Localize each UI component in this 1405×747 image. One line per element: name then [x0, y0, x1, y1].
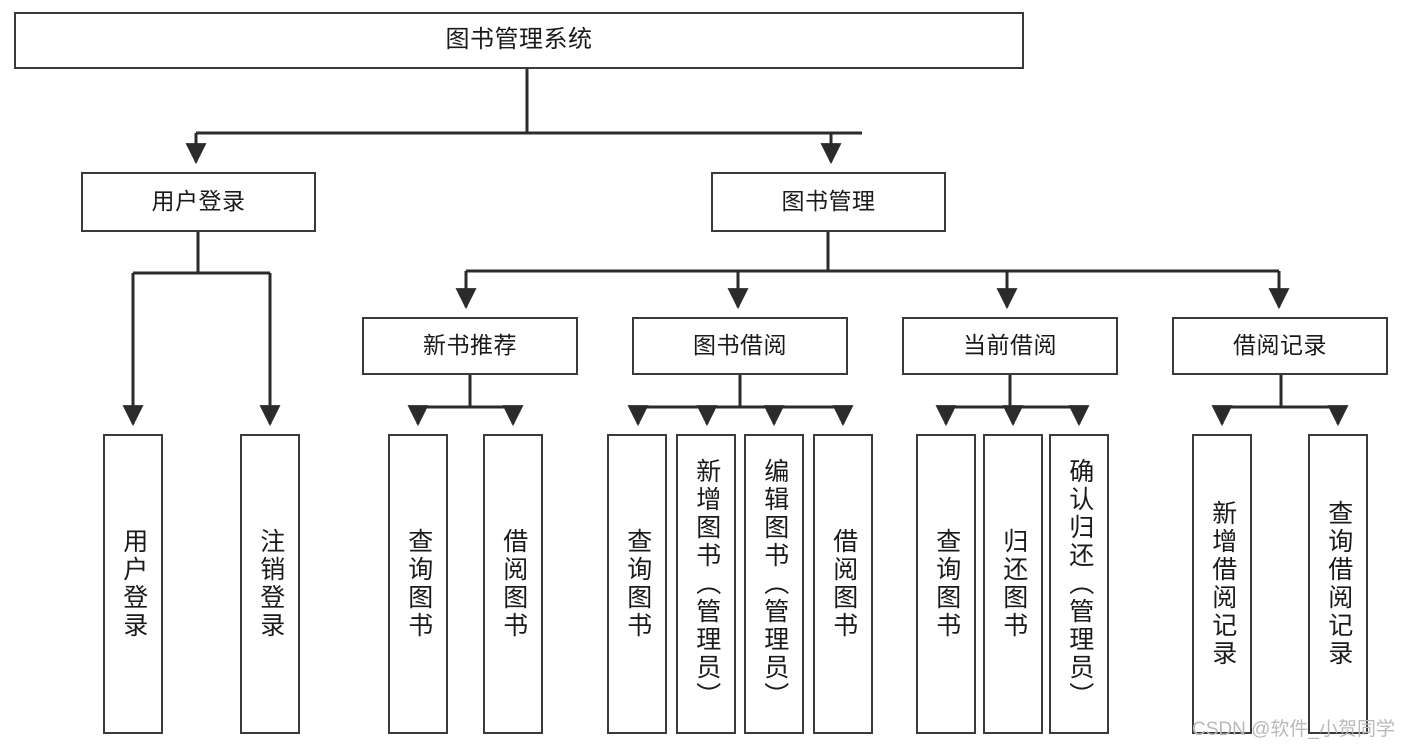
node-leaf-query-book-3-label: 查询图书	[932, 528, 961, 640]
node-leaf-edit-book[interactable]: 编辑图书（管理员）	[744, 434, 804, 734]
node-leaf-borrow-book-2[interactable]: 借阅图书	[813, 434, 873, 734]
node-new-book-recommend-label: 新书推荐	[423, 332, 517, 359]
node-leaf-query-record[interactable]: 查询借阅记录	[1308, 434, 1368, 734]
node-leaf-borrow-book-1-label: 借阅图书	[499, 528, 528, 640]
node-leaf-add-record-label: 新增借阅记录	[1208, 500, 1237, 668]
node-current-borrow-label: 当前借阅	[963, 332, 1057, 359]
node-borrow-record-label: 借阅记录	[1233, 332, 1327, 359]
node-leaf-borrow-book-2-label: 借阅图书	[829, 528, 858, 640]
node-leaf-return-book[interactable]: 归还图书	[983, 434, 1043, 734]
node-root[interactable]: 图书管理系统	[14, 12, 1024, 69]
node-leaf-logout-label: 注销登录	[256, 528, 285, 640]
node-book-manage-label: 图书管理	[781, 188, 876, 215]
node-leaf-add-book-label: 新增图书（管理员）	[692, 458, 721, 710]
node-leaf-query-book-2-label: 查询图书	[623, 528, 652, 640]
node-user-login[interactable]: 用户登录	[81, 172, 316, 232]
node-leaf-user-login[interactable]: 用户登录	[103, 434, 163, 734]
node-leaf-confirm-return[interactable]: 确认归还（管理员）	[1049, 434, 1109, 734]
node-user-login-label: 用户登录	[151, 188, 246, 215]
node-leaf-return-book-label: 归还图书	[999, 528, 1028, 640]
watermark: CSDN @软件_小贺同学	[1192, 719, 1395, 740]
node-book-borrow[interactable]: 图书借阅	[632, 317, 848, 375]
node-new-book-recommend[interactable]: 新书推荐	[362, 317, 578, 375]
node-leaf-query-record-label: 查询借阅记录	[1324, 500, 1353, 668]
node-root-label: 图书管理系统	[445, 26, 593, 54]
node-book-manage[interactable]: 图书管理	[711, 172, 946, 232]
node-leaf-add-record[interactable]: 新增借阅记录	[1192, 434, 1252, 734]
node-leaf-borrow-book-1[interactable]: 借阅图书	[483, 434, 543, 734]
node-leaf-logout[interactable]: 注销登录	[240, 434, 300, 734]
node-borrow-record[interactable]: 借阅记录	[1172, 317, 1388, 375]
node-leaf-query-book-1-label: 查询图书	[404, 528, 433, 640]
node-leaf-add-book[interactable]: 新增图书（管理员）	[676, 434, 736, 734]
node-book-borrow-label: 图书借阅	[693, 332, 787, 359]
node-leaf-user-login-label: 用户登录	[119, 528, 148, 640]
node-leaf-query-book-3[interactable]: 查询图书	[916, 434, 976, 734]
node-leaf-confirm-return-label: 确认归还（管理员）	[1065, 458, 1094, 710]
node-current-borrow[interactable]: 当前借阅	[902, 317, 1118, 375]
node-leaf-query-book-2[interactable]: 查询图书	[607, 434, 667, 734]
node-leaf-query-book-1[interactable]: 查询图书	[388, 434, 448, 734]
node-leaf-edit-book-label: 编辑图书（管理员）	[760, 458, 789, 710]
